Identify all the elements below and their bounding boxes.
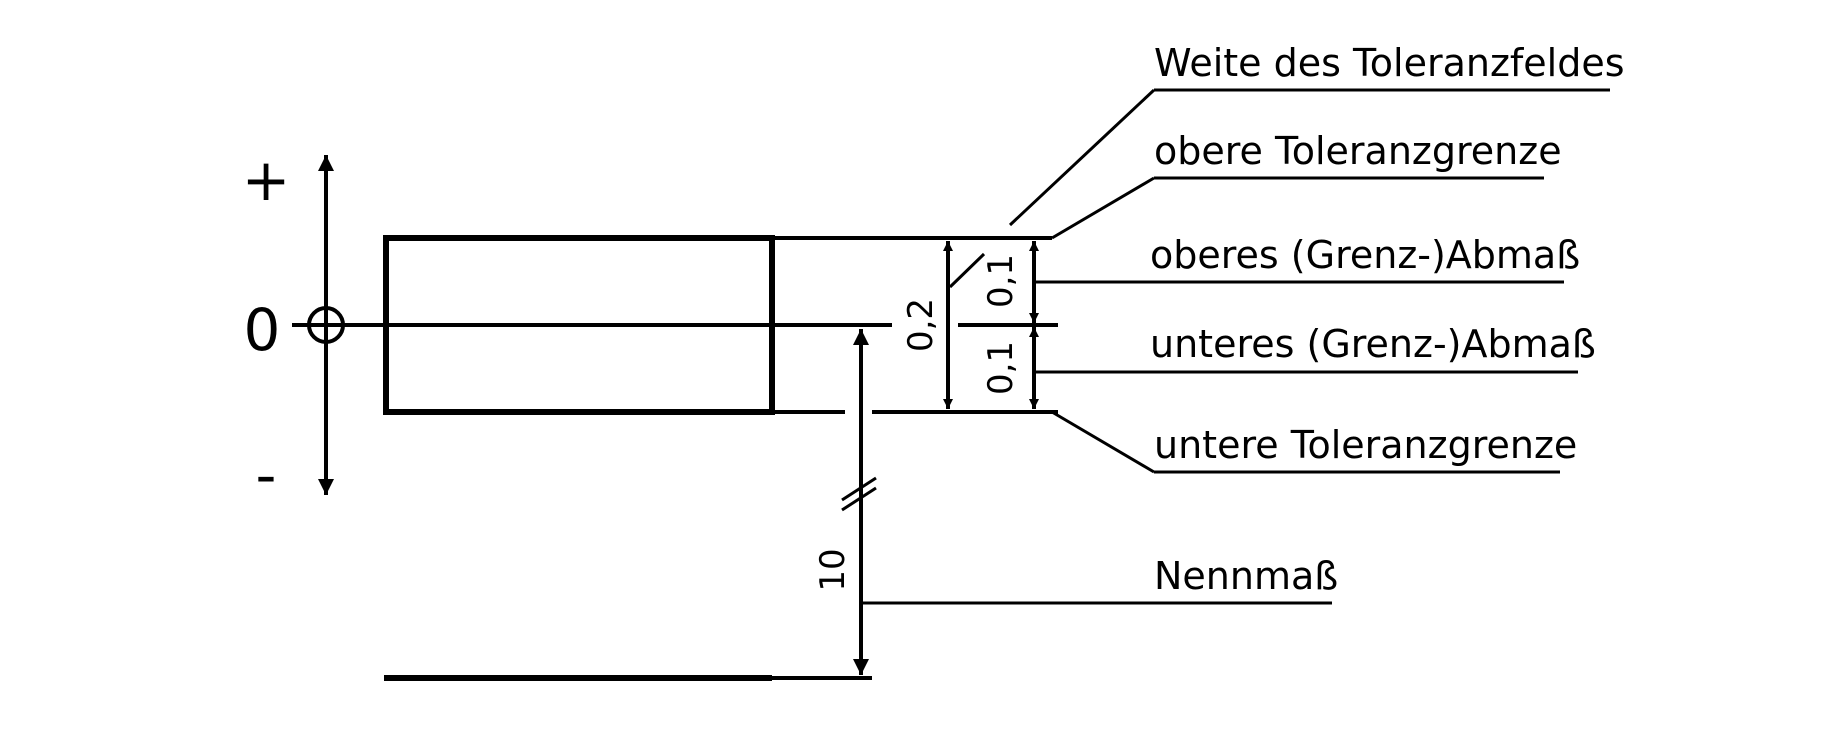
dim-nominal-value: 10 [813, 548, 853, 591]
label-lower-deviation: unteres (Grenz-)Abmaß [1150, 322, 1596, 366]
axis-plus-sign: + [242, 146, 291, 214]
axis-zero-label: 0 [244, 296, 281, 364]
leader-lower-limit-diag [1051, 410, 1155, 474]
leader-field-width-diag [1008, 88, 1156, 227]
dim-lower-value: 0,1 [981, 341, 1021, 395]
label-nominal-size: Nennmaß [1154, 554, 1338, 598]
label-upper-deviation: oberes (Grenz-)Abmaß [1150, 233, 1580, 277]
label-field-width: Weite des Toleranzfeldes [1154, 41, 1625, 85]
leader-upper-limit-diag [1051, 176, 1155, 240]
dim-total-value: 0,2 [901, 298, 941, 352]
dim-break-mark-1 [841, 476, 877, 502]
leader-field-width-diag-inner [948, 252, 986, 289]
tolerance-field [383, 235, 775, 415]
dim-upper-value: 0,1 [981, 254, 1021, 308]
dim-break-mark-2 [841, 486, 877, 512]
label-lower-limit: untere Toleranzgrenze [1154, 423, 1577, 467]
label-upper-limit: obere Toleranzgrenze [1154, 129, 1562, 173]
axis-minus-sign: - [256, 441, 277, 509]
